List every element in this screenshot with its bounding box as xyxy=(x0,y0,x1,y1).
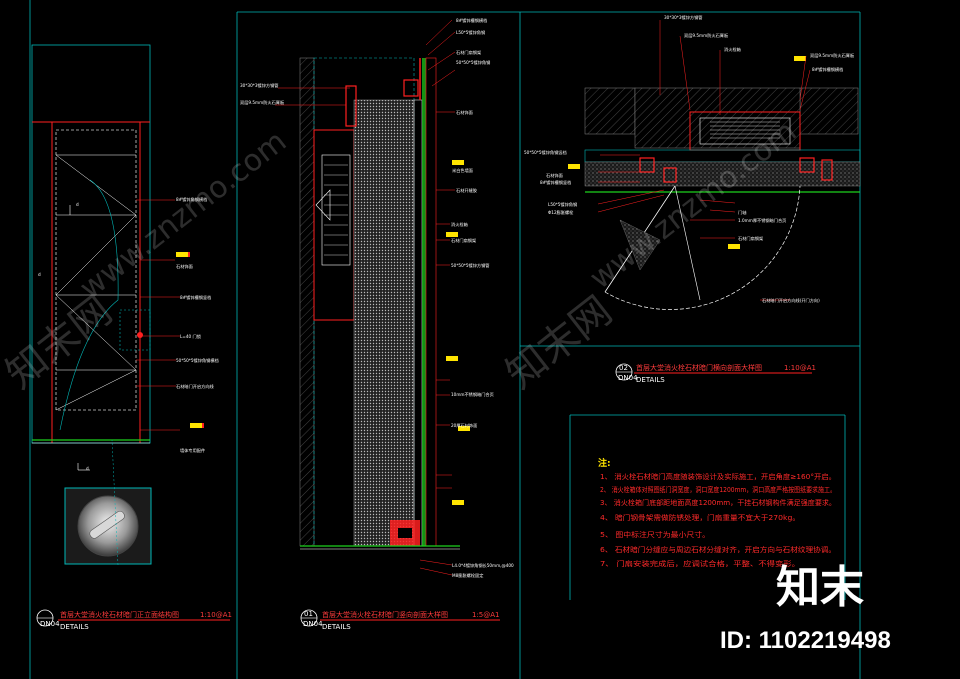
note-6: 6、 石材暗门分缝应与周边石材分缝对齐，开启方向与石材纹理协调。 xyxy=(600,545,836,554)
note-7: 7、 门扇安装完成后，应调试合格，平整、不得变形。 xyxy=(600,559,800,568)
vertical-section-view: 8#镀锌槽钢横档 L50*5镀锌角钢 石材门扇钢架 50*50*5镀锌角钢 石材… xyxy=(240,17,514,579)
elev-scale: 1:10@A1 xyxy=(200,611,232,619)
elev-subtitle: DETAILS xyxy=(60,623,89,631)
elev-anno-5: 50*50*5镀锌角钢横档 xyxy=(176,357,219,364)
hsec-anno-12: 1.0mm厚不锈钢暗门合页 xyxy=(738,217,786,224)
vsec-anno-5: 石材饰面 xyxy=(456,109,473,116)
hsec-anno-11: 门轴 xyxy=(738,209,746,216)
horizontal-section-view: 30*30*3镀锌方钢管 双层9.5mm防火石膏板 消火栓箱 双层9.5mm防火… xyxy=(524,14,861,310)
note-3: 3、 消火栓箱门底部距地面高度1200mm，干挂石材钢构件满足强度要求。 xyxy=(600,498,836,507)
note-2: 2、 消火栓箱体对照图纸门洞宽度，洞口宽度1200mm，洞口高度严格按图纸要求施… xyxy=(600,485,836,494)
vsec-anno-9: 石材开缝胶 xyxy=(456,187,477,194)
elev-anno-1: 8#镀锌角钢横档 xyxy=(176,196,207,203)
elev-anno-3: 8#镀锌槽钢竖档 xyxy=(180,294,211,301)
hsec-anno-1: 30*30*3镀锌方钢管 xyxy=(664,14,702,21)
title-block-elevation: DN04 首层大堂消火栓石材暗门正立面结构图 1:10@A1 DETAILS xyxy=(36,609,232,631)
hsec-scale: 1:10@A1 xyxy=(784,364,816,372)
vsec-scale: 1:5@A1 xyxy=(472,611,500,619)
title-block-horizontal: 02 DN04 首层大堂消火栓石材暗门横向剖面大样图 1:10@A1 DETAI… xyxy=(615,363,816,384)
hsec-subtitle: DETAILS xyxy=(636,376,665,384)
vsec-anno-16: M8膨胀螺栓固定 xyxy=(452,572,483,579)
notes-heading: 注: xyxy=(598,457,611,469)
watermark-brand-mid: 知末网 xyxy=(498,288,621,398)
vsec-anno-4: 50*50*5镀锌角钢 xyxy=(456,59,490,66)
hsec-anno-3: 消火栓箱 xyxy=(724,46,741,53)
vsec-anno-10: 消火栓箱 xyxy=(451,221,468,228)
note-4: 4、 暗门钢骨架需做防锈处理，门扇重量不宜大于270kg。 xyxy=(600,513,800,522)
vsec-anno-1: 8#镀锌槽钢横档 xyxy=(456,17,487,24)
elev-anno-4: L=40 门锁 xyxy=(180,333,202,340)
note-5: 5、 图中标注尺寸为最小尺寸。 xyxy=(600,530,710,539)
vsec-subtitle: DETAILS xyxy=(322,623,351,631)
elev-anno-2: 石材饰面 xyxy=(176,263,193,270)
hsec-anno-13: 石材门扇钢架 xyxy=(738,235,763,242)
vsec-title: 首层大堂消火栓石材暗门竖向剖面大样图 xyxy=(322,610,448,619)
vsec-anno-2: L50*5镀锌角钢 xyxy=(456,29,485,36)
sheet-frame xyxy=(29,0,861,679)
elev-title: 首层大堂消火栓石材暗门正立面结构图 xyxy=(60,610,179,619)
hsec-anno-8: 8#镀锌槽钢竖档 xyxy=(540,179,571,186)
vsec-anno-8: 米白色墙面 xyxy=(452,167,473,174)
title-block-vertical: 01 DN04 首层大堂消火栓石材暗门竖向剖面大样图 1:5@A1 DETAIL… xyxy=(300,609,500,631)
hsec-sheet-code: DN04 xyxy=(618,374,638,382)
brand-logo: 知末 xyxy=(776,562,864,613)
hsec-anno-5: 8#镀锌槽钢横档 xyxy=(812,66,843,73)
vsec-anno-11: 石材门扇钢架 xyxy=(451,237,476,244)
vsec-anno-13: 10mm不锈钢暗门合页 xyxy=(451,391,494,398)
vsec-anno-15: L4.0*4镀锌角钢长50mm,@400 xyxy=(452,562,514,569)
vsec-number: 01 xyxy=(304,610,313,618)
elev-anno-6: 石材暗门开启方向线 xyxy=(176,383,215,390)
svg-text:d: d xyxy=(76,202,79,207)
hsec-anno-2: 双层9.5mm防火石膏板 xyxy=(684,32,729,39)
svg-text:d: d xyxy=(38,272,41,277)
image-id-label: ID: 1102219498 xyxy=(720,627,891,654)
elevation-view: d d d 8#镀锌角钢横档 石材饰面 8#镀锌槽钢竖档 L=40 门锁 50*… xyxy=(31,44,219,566)
hsec-anno-6: 50*50*5镀锌角钢竖档 xyxy=(524,149,567,156)
hsec-number: 02 xyxy=(619,364,628,372)
hsec-anno-14: 石材暗门开启方向线(开门方向) xyxy=(762,297,820,304)
hsec-anno-4: 双层9.5mm防火石膏板 xyxy=(810,52,855,59)
svg-text:d: d xyxy=(86,466,89,471)
note-1: 1、 消火栓石材暗门高度随装饰设计及实际施工，开启角度≥160°开启。 xyxy=(600,472,836,481)
vsec-anno-6: 30*30*3镀锌方钢管 xyxy=(240,82,278,89)
hsec-title: 首层大堂消火栓石材暗门横向剖面大样图 xyxy=(636,363,762,372)
vsec-anno-14: 20厚石材饰面 xyxy=(451,422,477,429)
elev-sheet-code: DN04 xyxy=(40,620,60,628)
hsec-anno-9: L50*5镀锌角钢 xyxy=(548,201,577,208)
vsec-anno-7: 双层9.5mm防火石膏板 xyxy=(240,99,285,106)
elev-anno-7: 墙体专用配件 xyxy=(180,447,205,454)
vsec-anno-12: 50*50*5镀锌方钢管 xyxy=(451,262,489,269)
brand-logo-text: 知末 xyxy=(776,562,864,613)
hsec-anno-10: Φ12膨胀螺栓 xyxy=(548,209,574,216)
watermark-brand-left: 知末网 xyxy=(0,288,121,398)
vsec-anno-3: 石材门扇钢架 xyxy=(456,49,481,56)
vsec-sheet-code: DN04 xyxy=(303,620,323,628)
notes-block: 注: 1、 消火栓石材暗门高度随装饰设计及实际施工，开启角度≥160°开启。 2… xyxy=(598,457,836,568)
hsec-anno-7: 石材饰面 xyxy=(546,172,563,179)
